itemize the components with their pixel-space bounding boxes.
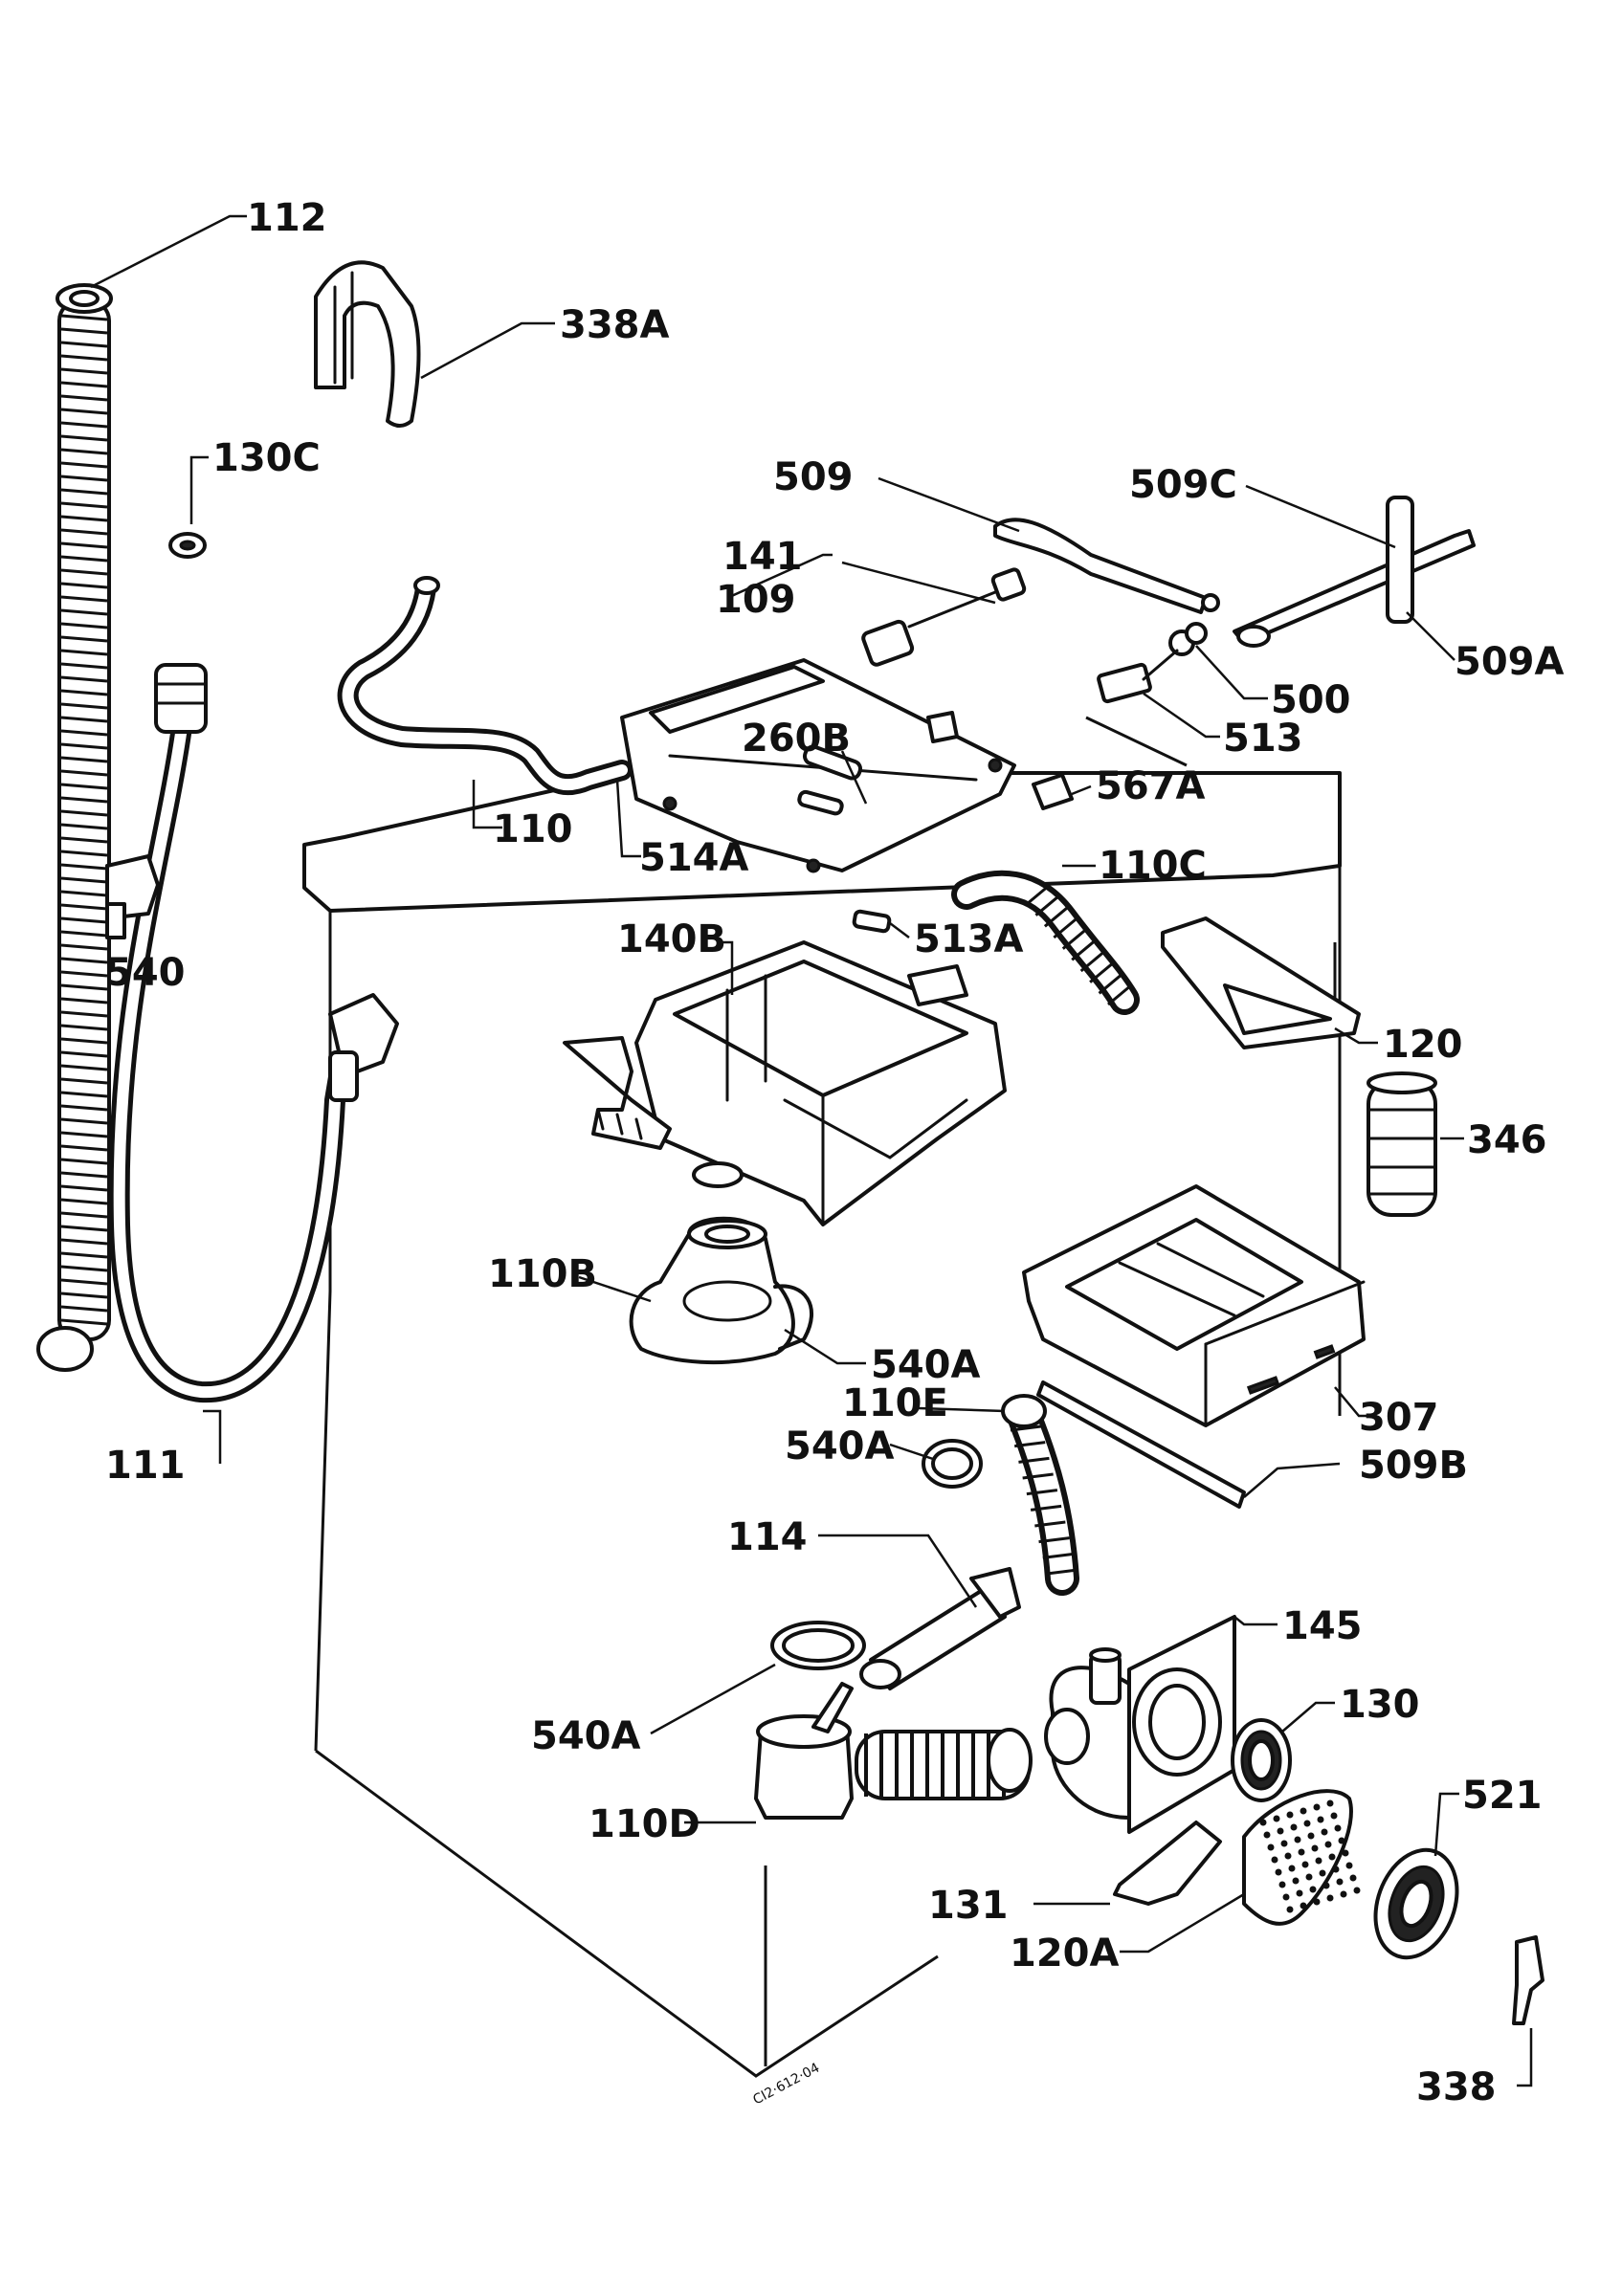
- clip-338: [1512, 1935, 1544, 2025]
- label-509b: 509B: [1359, 1444, 1468, 1488]
- label-112: 112: [247, 196, 327, 240]
- label-110e: 110E: [842, 1381, 948, 1425]
- label-540: 540: [105, 951, 186, 995]
- label-509: 509: [773, 455, 854, 499]
- detergent-drawer-307: [1022, 1184, 1366, 1427]
- valve-plate-109: [620, 658, 1016, 873]
- clip-513a: [852, 909, 892, 934]
- seal-130: [1231, 1718, 1292, 1802]
- clamp-540: [105, 854, 160, 939]
- clip-567a: [1032, 773, 1074, 810]
- label-567a: 567A: [1096, 764, 1205, 808]
- bracket-131: [1113, 1821, 1222, 1906]
- label-120a: 120A: [1010, 1932, 1119, 1976]
- label-514a: 514A: [639, 836, 748, 880]
- label-513: 513: [1223, 717, 1303, 761]
- label-338: 338: [1416, 2065, 1497, 2109]
- cap-521: [1373, 1847, 1459, 1960]
- label-110: 110: [493, 807, 573, 851]
- drain-hose-112: [36, 283, 113, 1372]
- label-109: 109: [716, 578, 796, 622]
- elbow-hose-110c: [951, 870, 1140, 1015]
- label-509a: 509A: [1455, 640, 1564, 684]
- ring-540a-upper: [922, 1439, 983, 1489]
- pump-145: [1044, 1615, 1236, 1834]
- bracket-500-513: [1097, 622, 1208, 704]
- part-labels: 112 338A 130C 509 509C 141 109 509A 500 …: [105, 196, 1564, 2109]
- ring-540a-lower: [770, 1621, 866, 1670]
- label-140b: 140B: [617, 917, 726, 961]
- pipe-114: [859, 1567, 1021, 1690]
- label-130: 130: [1340, 1683, 1420, 1727]
- label-509c: 509C: [1129, 463, 1237, 507]
- inlet-pipe-110: [337, 576, 633, 796]
- drawing-code: CI2·612·04: [750, 2061, 822, 2108]
- washer-130c: [168, 532, 207, 559]
- label-145: 145: [1282, 1604, 1363, 1648]
- leader-lines: [90, 214, 1533, 2087]
- filter-120a: [1242, 1789, 1361, 1926]
- drain-hose-110d: [754, 1682, 1033, 1820]
- label-540a-2: 540A: [785, 1424, 894, 1468]
- bellows-346: [1366, 1071, 1437, 1217]
- hose-110e: [1001, 1394, 1079, 1596]
- label-307: 307: [1359, 1396, 1439, 1440]
- dispenser-housing-140b: [563, 940, 1007, 1226]
- sump-hose-110b: [629, 1216, 814, 1365]
- label-521: 521: [1462, 1774, 1543, 1818]
- linkage-509c-509a: [1233, 496, 1476, 648]
- label-114: 114: [727, 1515, 808, 1559]
- label-540a-3: 540A: [531, 1714, 640, 1758]
- label-120: 120: [1383, 1023, 1463, 1067]
- label-110c: 110C: [1099, 844, 1207, 888]
- dispenser-lid-120: [1161, 916, 1361, 1049]
- label-540a-1: 540A: [871, 1343, 980, 1387]
- label-131: 131: [928, 1884, 1009, 1928]
- rod-509b: [1036, 1380, 1246, 1509]
- valve-141: [861, 567, 1027, 667]
- label-260b: 260B: [742, 717, 851, 761]
- label-338a: 338A: [560, 303, 669, 347]
- lever-509: [993, 518, 1220, 614]
- label-130c: 130C: [212, 436, 321, 480]
- label-111: 111: [105, 1444, 186, 1488]
- label-513a: 513A: [914, 917, 1023, 961]
- label-110d: 110D: [589, 1802, 700, 1846]
- label-500: 500: [1271, 678, 1351, 722]
- label-110b: 110B: [488, 1252, 597, 1296]
- inlet-hose-111: [108, 663, 399, 1403]
- hose-hook-338a: [314, 260, 421, 428]
- label-346: 346: [1467, 1118, 1547, 1162]
- label-141: 141: [722, 535, 803, 579]
